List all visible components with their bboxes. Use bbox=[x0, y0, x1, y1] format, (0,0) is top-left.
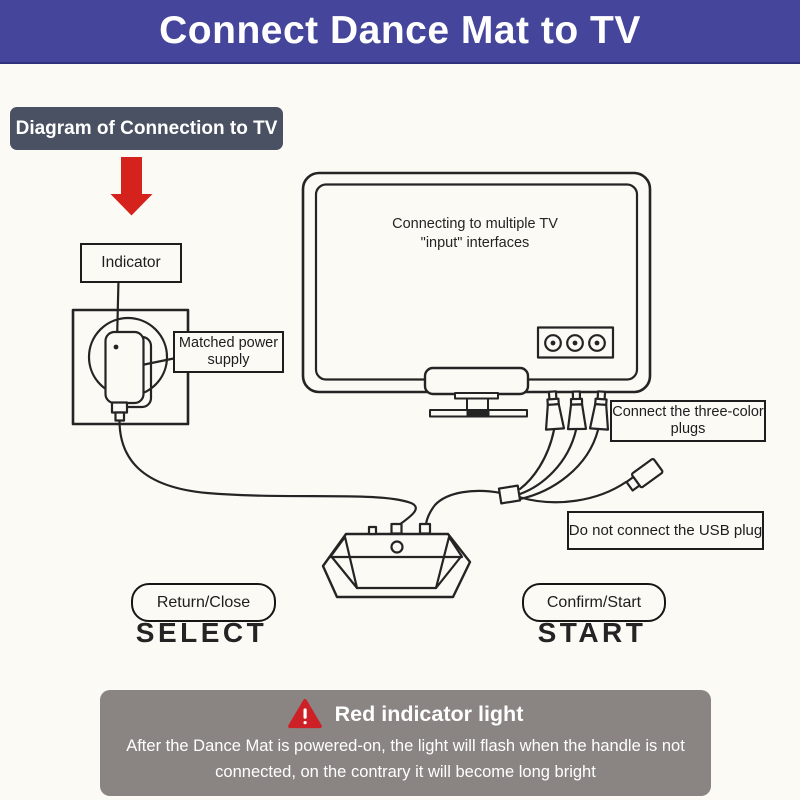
start-label: START bbox=[537, 617, 647, 648]
warning-body-line2: connected, on the contrary it will becom… bbox=[215, 762, 596, 781]
warning-panel: Red indicator light After the Dance Mat … bbox=[100, 690, 711, 796]
console-button bbox=[390, 540, 404, 554]
callout-matched-power-supply: Matched power supply bbox=[173, 331, 284, 373]
callout-indicator-text: Indicator bbox=[101, 253, 161, 271]
select-label: SELECT bbox=[135, 617, 268, 648]
callout-usb-warning: Do not connect the USB plug bbox=[567, 511, 764, 550]
section-label: Diagram of Connection to TV bbox=[10, 107, 283, 150]
return-close-text: Return/Close bbox=[156, 593, 251, 611]
console-connector bbox=[390, 522, 403, 535]
confirm-start-button-label: Confirm/Start bbox=[522, 583, 666, 622]
tv-note-line1: Connecting to multiple TV bbox=[392, 216, 558, 232]
confirm-start-text: Confirm/Start bbox=[546, 593, 642, 611]
tv-stand bbox=[423, 366, 530, 418]
alert-triangle-icon bbox=[287, 699, 322, 729]
indicator-led bbox=[113, 344, 119, 350]
page-title: Connect Dance Mat to TV bbox=[159, 9, 641, 52]
power-cable bbox=[118, 417, 417, 527]
cable-junction bbox=[497, 484, 522, 505]
usb-cable bbox=[517, 480, 628, 504]
callout-three-color-plugs: Connect the three-color plugs bbox=[610, 400, 766, 442]
section-label-text: Diagram of Connection to TV bbox=[15, 117, 278, 139]
tv-screen-note: Connecting to multiple TV "input" interf… bbox=[360, 215, 590, 253]
rca-ports bbox=[536, 326, 615, 359]
warning-header: Red indicator light bbox=[287, 699, 524, 729]
tv-illustration bbox=[301, 171, 652, 418]
warning-title: Red indicator light bbox=[334, 701, 524, 726]
power-adapter-illustration bbox=[104, 330, 153, 422]
page-title-banner: Connect Dance Mat to TV bbox=[0, 0, 800, 64]
av-cables bbox=[424, 428, 628, 526]
callout-matched-power-text: Matched power supply bbox=[178, 334, 279, 368]
down-arrow-icon bbox=[110, 157, 153, 216]
warning-body: After the Dance Mat is powered-on, the l… bbox=[126, 734, 685, 785]
warning-body-line1: After the Dance Mat is powered-on, the l… bbox=[126, 737, 685, 755]
console-cable bbox=[424, 489, 503, 526]
dance-mat-console-illustration bbox=[321, 522, 472, 599]
tv-note-line2: "input" interfaces bbox=[420, 234, 530, 251]
console-connector bbox=[418, 522, 432, 535]
return-close-button-label: Return/Close bbox=[131, 583, 276, 622]
console-connector bbox=[367, 525, 378, 536]
callout-three-color-text: Connect the three-color plugs bbox=[612, 403, 764, 437]
usb-plug-illustration bbox=[625, 458, 664, 492]
callout-usb-text: Do not connect the USB plug bbox=[568, 521, 763, 539]
callout-indicator: Indicator bbox=[80, 243, 182, 283]
rca-plugs-illustration bbox=[544, 390, 610, 431]
